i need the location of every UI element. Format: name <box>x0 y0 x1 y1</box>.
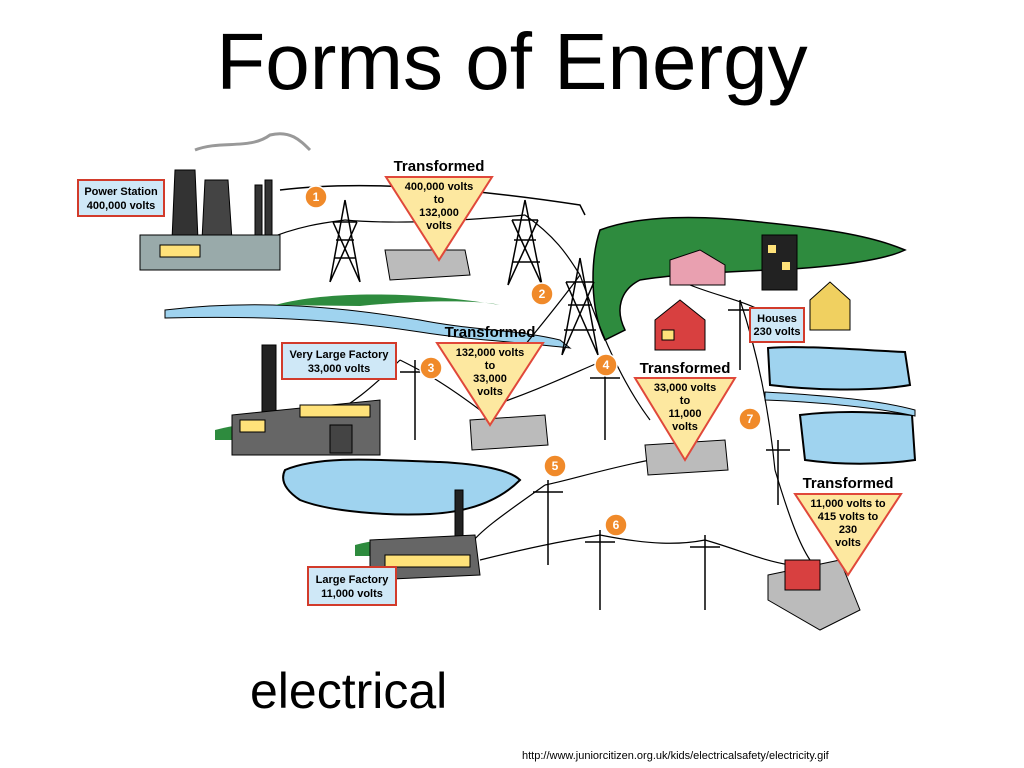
pole-7a <box>728 300 752 370</box>
very-large-factory-building <box>231 344 381 456</box>
very-large-factory-name: Very Large Factory <box>289 349 389 361</box>
lake-right-upper <box>766 346 912 391</box>
svg-text:3: 3 <box>428 361 435 375</box>
pylon-1 <box>329 199 361 283</box>
svg-text:5: 5 <box>552 459 559 473</box>
svg-text:to: to <box>434 194 445 206</box>
svg-text:4: 4 <box>603 358 610 372</box>
step-1: 1 <box>304 185 328 209</box>
svg-text:6: 6 <box>613 518 620 532</box>
step-2: 2 <box>530 282 554 306</box>
transformer-2: Transformed 132,000 volts to 33,000 volt… <box>435 324 545 427</box>
step-5: 5 <box>543 454 567 478</box>
svg-text:volts: volts <box>477 386 503 398</box>
pylons <box>329 199 790 610</box>
transformer-3-heading: Transformed <box>640 360 731 377</box>
svg-text:11,000: 11,000 <box>668 408 701 420</box>
slide-title: Forms of Energy <box>216 17 808 106</box>
svg-text:415 volts to: 415 volts to <box>818 511 879 523</box>
svg-text:to: to <box>485 360 496 372</box>
step-7: 7 <box>738 407 762 431</box>
svg-text:volts: volts <box>835 537 861 549</box>
svg-text:to: to <box>680 395 691 407</box>
svg-text:1: 1 <box>313 190 320 204</box>
svg-text:7: 7 <box>747 412 754 426</box>
pole-5 <box>533 480 563 565</box>
transformer-3: Transformed 33,000 volts to 11,000 volts <box>633 360 737 462</box>
pole-6a <box>585 530 615 610</box>
svg-text:33,000 volts: 33,000 volts <box>654 382 716 394</box>
very-large-factory-voltage: 33,000 volts <box>308 363 370 375</box>
lake-left <box>282 458 522 516</box>
large-factory-building <box>369 489 481 581</box>
svg-text:132,000: 132,000 <box>419 207 459 219</box>
substations <box>384 249 861 631</box>
step-4: 4 <box>594 353 618 377</box>
houses-buildings <box>654 234 851 351</box>
hillside-green <box>275 294 500 306</box>
step-3: 3 <box>419 356 443 380</box>
pole-6b <box>690 535 720 610</box>
landscape <box>164 184 917 556</box>
svg-text:volts: volts <box>672 421 698 433</box>
large-factory-name: Large Factory <box>316 574 390 586</box>
houses-voltage: 230 volts <box>753 326 800 338</box>
power-station-voltage: 400,000 volts <box>87 200 156 212</box>
transformer-1: Transformed 400,000 volts to 132,000 vol… <box>384 158 494 262</box>
step-markers: 1 2 3 4 5 6 7 <box>304 185 762 537</box>
label-very-large-factory: Very Large Factory 33,000 volts <box>281 342 397 380</box>
svg-text:volts: volts <box>426 220 452 232</box>
label-power-station: Power Station 400,000 volts <box>77 179 165 217</box>
svg-text:132,000 volts: 132,000 volts <box>456 347 525 359</box>
svg-text:11,000 volts to: 11,000 volts to <box>810 498 885 510</box>
pole-4 <box>590 365 620 440</box>
transformer-4-heading: Transformed <box>803 475 894 492</box>
source-url: http://www.juniorcitizen.org.uk/kids/ele… <box>522 750 829 762</box>
step-6: 6 <box>604 513 628 537</box>
transformer-4: Transformed 11,000 volts to 415 volts to… <box>793 475 903 577</box>
svg-text:230: 230 <box>839 524 857 536</box>
slide-subtitle: electrical <box>250 663 448 719</box>
label-houses: Houses 230 volts <box>749 307 805 343</box>
river-right <box>764 391 916 417</box>
label-large-factory: Large Factory 11,000 volts <box>307 566 397 606</box>
power-station-building <box>139 132 312 271</box>
buildings <box>139 132 861 631</box>
power-station-name: Power Station <box>84 186 158 198</box>
svg-text:2: 2 <box>539 287 546 301</box>
large-factory-voltage: 11,000 volts <box>321 588 383 600</box>
transformer-1-heading: Transformed <box>394 158 485 175</box>
pole-7b <box>766 440 790 505</box>
transformer-2-heading: Transformed <box>445 324 536 341</box>
svg-text:33,000: 33,000 <box>473 373 507 385</box>
pylon-2 <box>507 199 543 286</box>
river-upper <box>164 304 572 349</box>
pylon-3 <box>561 257 599 356</box>
houses-name: Houses <box>757 313 797 325</box>
lake-right-lower <box>798 410 917 465</box>
svg-text:400,000 volts: 400,000 volts <box>405 181 474 193</box>
